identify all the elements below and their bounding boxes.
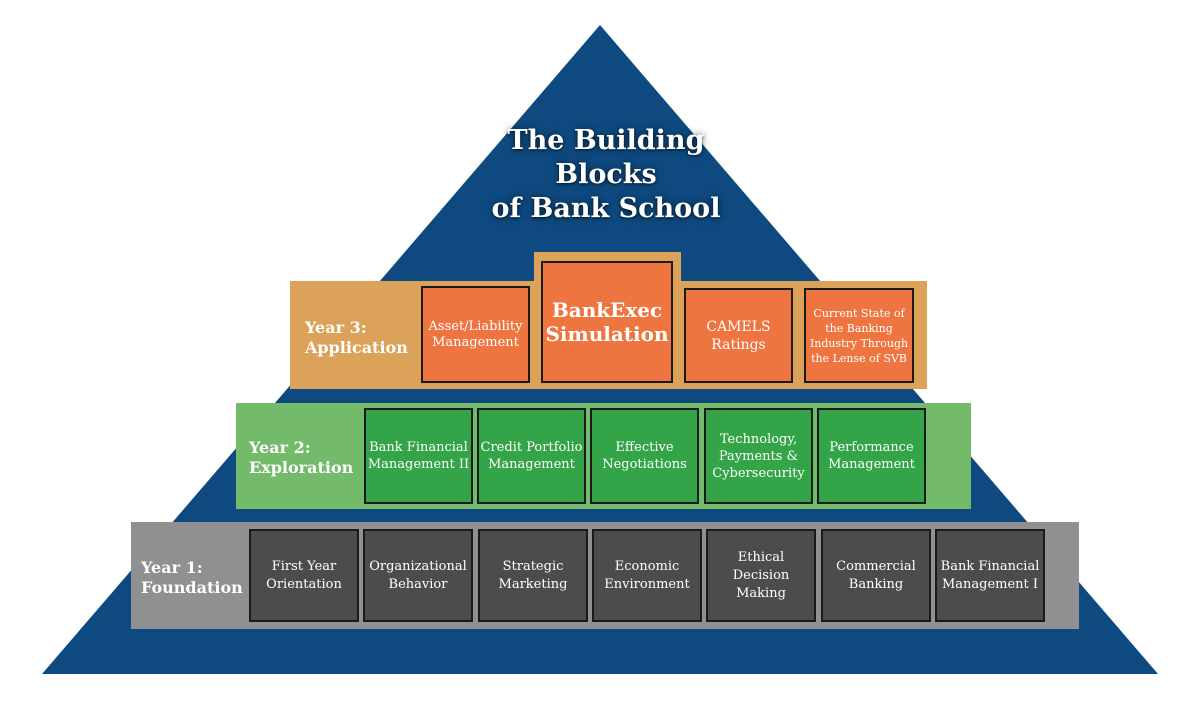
course-bank-financial-management-1: Bank Financial Management I [935, 529, 1045, 622]
course-strategic-marketing: Strategic Marketing [478, 529, 588, 622]
year2-label: Year 2: Exploration [249, 438, 354, 477]
course-commercial-banking: Commercial Banking [821, 529, 931, 622]
course-organizational-behavior: Organizational Behavior [363, 529, 473, 622]
course-performance-management: Performance Management [817, 408, 926, 504]
diagram-title: The Building Blocks of Bank School [491, 125, 721, 224]
course-asset-liability-management: Asset/Liability Management [421, 286, 530, 383]
course-camels-ratings: CAMELS Ratings [684, 288, 793, 383]
year3-label: Year 3: Application [305, 318, 408, 357]
course-economic-environment: Economic Environment [592, 529, 702, 622]
course-current-state-banking: Current State of the Banking Industry Th… [804, 288, 914, 383]
year1-label: Year 1: Foundation [141, 558, 243, 597]
course-credit-portfolio-management: Credit Portfolio Management [477, 408, 586, 504]
course-first-year-orientation: First Year Orientation [249, 529, 359, 622]
course-effective-negotiations: Effective Negotiations [590, 408, 699, 504]
course-ethical-decision-making: Ethical Decision Making [706, 529, 816, 622]
course-bank-financial-management-2: Bank Financial Management II [364, 408, 473, 504]
course-technology-payments-cybersecurity: Technology, Payments & Cybersecurity [704, 408, 813, 504]
course-bankexec-simulation: BankExec Simulation [541, 261, 673, 383]
